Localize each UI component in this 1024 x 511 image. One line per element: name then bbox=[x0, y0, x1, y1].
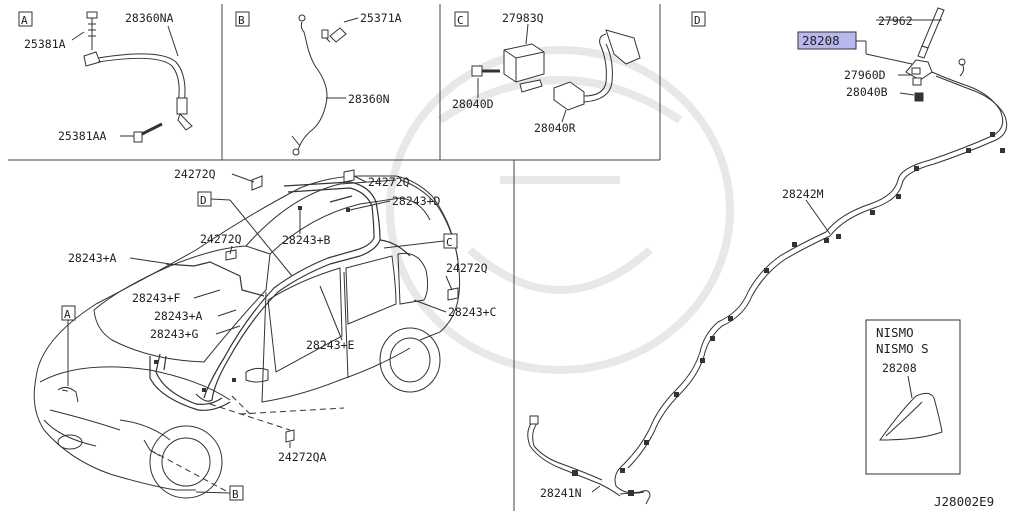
bolt-icon bbox=[86, 11, 98, 50]
antenna-rod-icon bbox=[917, 7, 945, 59]
part-label: 24272Q bbox=[174, 167, 216, 181]
part-label: 28243+G bbox=[150, 327, 199, 341]
section-a: A 25381A 28360NA 25381AA bbox=[18, 11, 193, 143]
section-b: B 25371A 28360N bbox=[235, 11, 402, 156]
callout-a: A bbox=[64, 308, 71, 321]
section-dividers bbox=[8, 4, 661, 511]
connector-harness-icon bbox=[553, 29, 641, 111]
part-label: 24272Q bbox=[200, 232, 242, 246]
car-part-labels: 24272Q 24272Q 28243+D 24272Q 28243+B 282… bbox=[68, 167, 497, 464]
part-label: 27983Q bbox=[502, 11, 544, 25]
watermark bbox=[386, 46, 734, 374]
part-label: 28040B bbox=[846, 85, 888, 99]
grommet-icons bbox=[225, 169, 459, 443]
part-label: 28243+A bbox=[68, 251, 117, 265]
ground-cable-icon bbox=[83, 51, 193, 131]
highlighted-part-label[interactable]: 28208 bbox=[802, 33, 840, 48]
nismo-part-label: 28208 bbox=[882, 361, 917, 375]
part-label: 28241N bbox=[540, 486, 582, 500]
part-label: 24272Q bbox=[368, 175, 410, 189]
part-label: 28242M bbox=[782, 187, 824, 201]
part-label: 25381AA bbox=[58, 129, 107, 143]
screw-icon bbox=[471, 65, 500, 77]
antenna-feeder-cable-icon bbox=[614, 58, 1008, 494]
callouts: D C A B bbox=[57, 191, 458, 501]
part-label: 28243+C bbox=[448, 305, 497, 319]
part-label: 28040D bbox=[452, 97, 494, 111]
antenna-sub-harness-icon bbox=[527, 415, 651, 505]
part-label: 28243+D bbox=[392, 194, 441, 208]
part-label: 24272QA bbox=[278, 450, 327, 464]
part-label: 28243+A bbox=[154, 309, 203, 323]
section-a-label: A bbox=[21, 14, 28, 27]
bolt-icon bbox=[133, 122, 163, 143]
part-label: 28360NA bbox=[125, 11, 174, 25]
nismo-inset: NISMO NISMO S 28208 bbox=[865, 319, 961, 475]
antenna-base-icon bbox=[905, 59, 933, 102]
nismo-line-2: NISMO S bbox=[876, 341, 929, 356]
amplifier-module-icon bbox=[503, 43, 545, 93]
part-label: 28243+B bbox=[282, 233, 331, 247]
part-label: 27962 bbox=[878, 14, 913, 28]
part-label: 28243+F bbox=[132, 291, 181, 305]
section-c-label: C bbox=[457, 14, 464, 27]
section-b-label: B bbox=[238, 14, 245, 27]
part-label: 28243+E bbox=[306, 338, 355, 352]
section-c: C 27983Q 28040D 28040R bbox=[452, 11, 641, 135]
shark-fin-antenna-icon bbox=[879, 392, 943, 441]
harness-clip-icons bbox=[154, 206, 350, 392]
part-label: 28360N bbox=[348, 92, 390, 106]
callout-b: B bbox=[232, 488, 239, 501]
part-label: 25381A bbox=[24, 37, 66, 51]
diagram-id: J28002E9 bbox=[934, 494, 994, 509]
callout-c: C bbox=[446, 236, 453, 249]
section-d-label: D bbox=[694, 14, 701, 27]
callout-d: D bbox=[200, 194, 207, 207]
roof-harness-icon bbox=[149, 181, 411, 411]
dashed-leaders bbox=[61, 389, 345, 493]
part-label: 27960D bbox=[844, 68, 886, 82]
part-label: 24272Q bbox=[446, 261, 488, 275]
ground-wire-icon bbox=[291, 14, 347, 156]
part-label: 28040R bbox=[534, 121, 576, 135]
section-d: D bbox=[527, 7, 1008, 505]
part-label: 25371A bbox=[360, 11, 402, 25]
nismo-line-1: NISMO bbox=[876, 325, 914, 340]
car-illustration bbox=[33, 175, 461, 499]
